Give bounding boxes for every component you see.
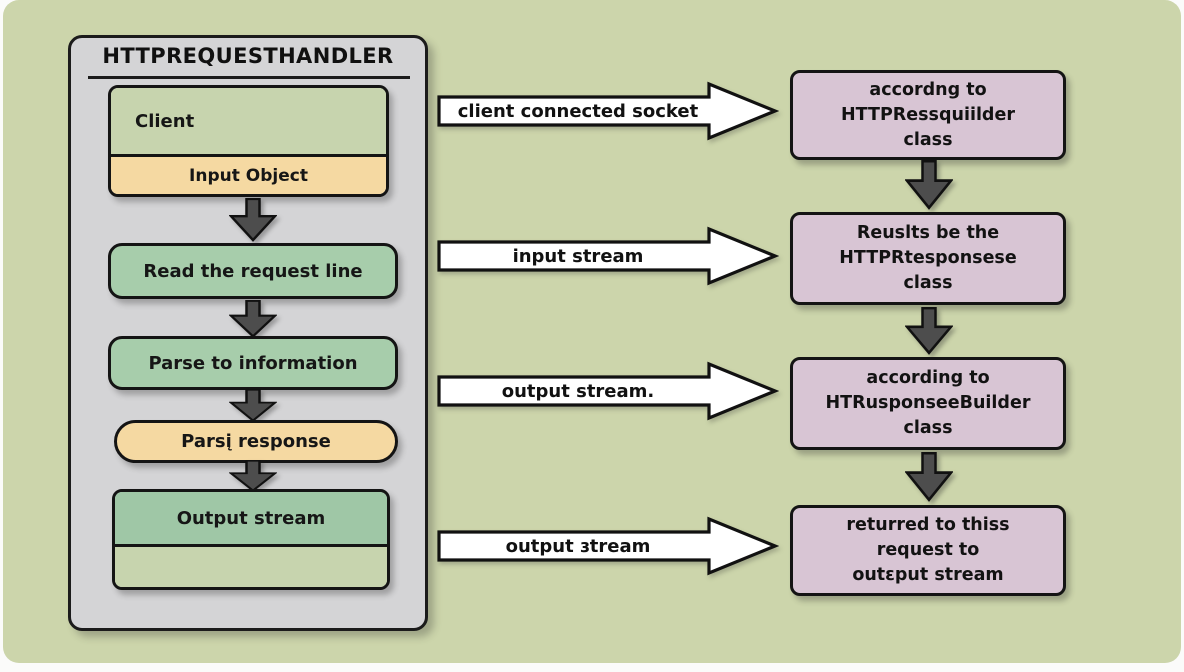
step-node-parse-information: Parse to information — [108, 336, 398, 390]
flow-arrow-label: output ɜtream — [505, 535, 651, 557]
down-arrow-icon — [229, 460, 277, 492]
flow-arrow-label: client connected socket — [457, 100, 699, 122]
right-node-line: HTTPRtesponsese — [839, 248, 1017, 268]
down-arrow-icon — [905, 307, 953, 355]
right-node-line: HTRusponseeBuilder — [825, 393, 1031, 413]
input-object-section: Input Object — [111, 154, 386, 194]
right-node-line: according to — [866, 368, 990, 388]
right-node-response-builder: according to HTRusponseeBuilder class — [790, 357, 1066, 450]
title-underline — [88, 76, 410, 79]
right-node-line: returred to thiss — [846, 515, 1010, 535]
down-arrow-icon — [229, 300, 277, 338]
right-node-line: outɛput stream — [852, 565, 1004, 585]
output-stream-label: Output stream — [115, 492, 387, 544]
right-node-line: HTTPRessquiilder — [841, 104, 1015, 125]
flow-arrow-output-stream-2: output ɜtream — [437, 516, 779, 576]
output-stream-node: Output stream — [112, 489, 390, 590]
down-arrow-icon — [905, 452, 953, 502]
down-arrow-icon — [229, 389, 277, 422]
flow-arrow-input-stream: input stream — [437, 226, 779, 286]
flow-arrow-output-stream-1: output stream. — [437, 361, 779, 421]
right-node-response-class: Reuslts be the HTTPRtesponsese class — [790, 212, 1066, 305]
flow-arrow-label: output stream. — [501, 380, 655, 402]
client-node: Client Input Object — [108, 85, 389, 197]
down-arrow-icon — [905, 160, 953, 210]
step-node-parse-response: Parsį response — [114, 420, 398, 463]
right-node-request-builder: accordng to HTTPRessquiilder class — [790, 70, 1066, 160]
right-node-line: Reuslts be the — [856, 223, 1000, 243]
right-node-line: class — [903, 129, 953, 150]
client-label: Client — [111, 88, 386, 154]
page-title: HTTPREQUESTHANDLER — [102, 44, 394, 68]
output-stream-empty-section — [115, 544, 387, 587]
right-node-line: class — [903, 418, 953, 438]
down-arrow-icon — [229, 198, 277, 242]
flow-arrow-label: input stream — [512, 245, 644, 267]
right-node-line: class — [903, 273, 953, 293]
right-node-line: request to — [876, 540, 980, 560]
step-node-read-request-line: Read the request line — [108, 243, 398, 299]
right-node-returned-output: returred to thiss request to outɛput str… — [790, 505, 1066, 596]
flow-arrow-client-connected-socket: client connected socket — [437, 81, 779, 141]
right-node-line: accordng to — [869, 79, 987, 100]
